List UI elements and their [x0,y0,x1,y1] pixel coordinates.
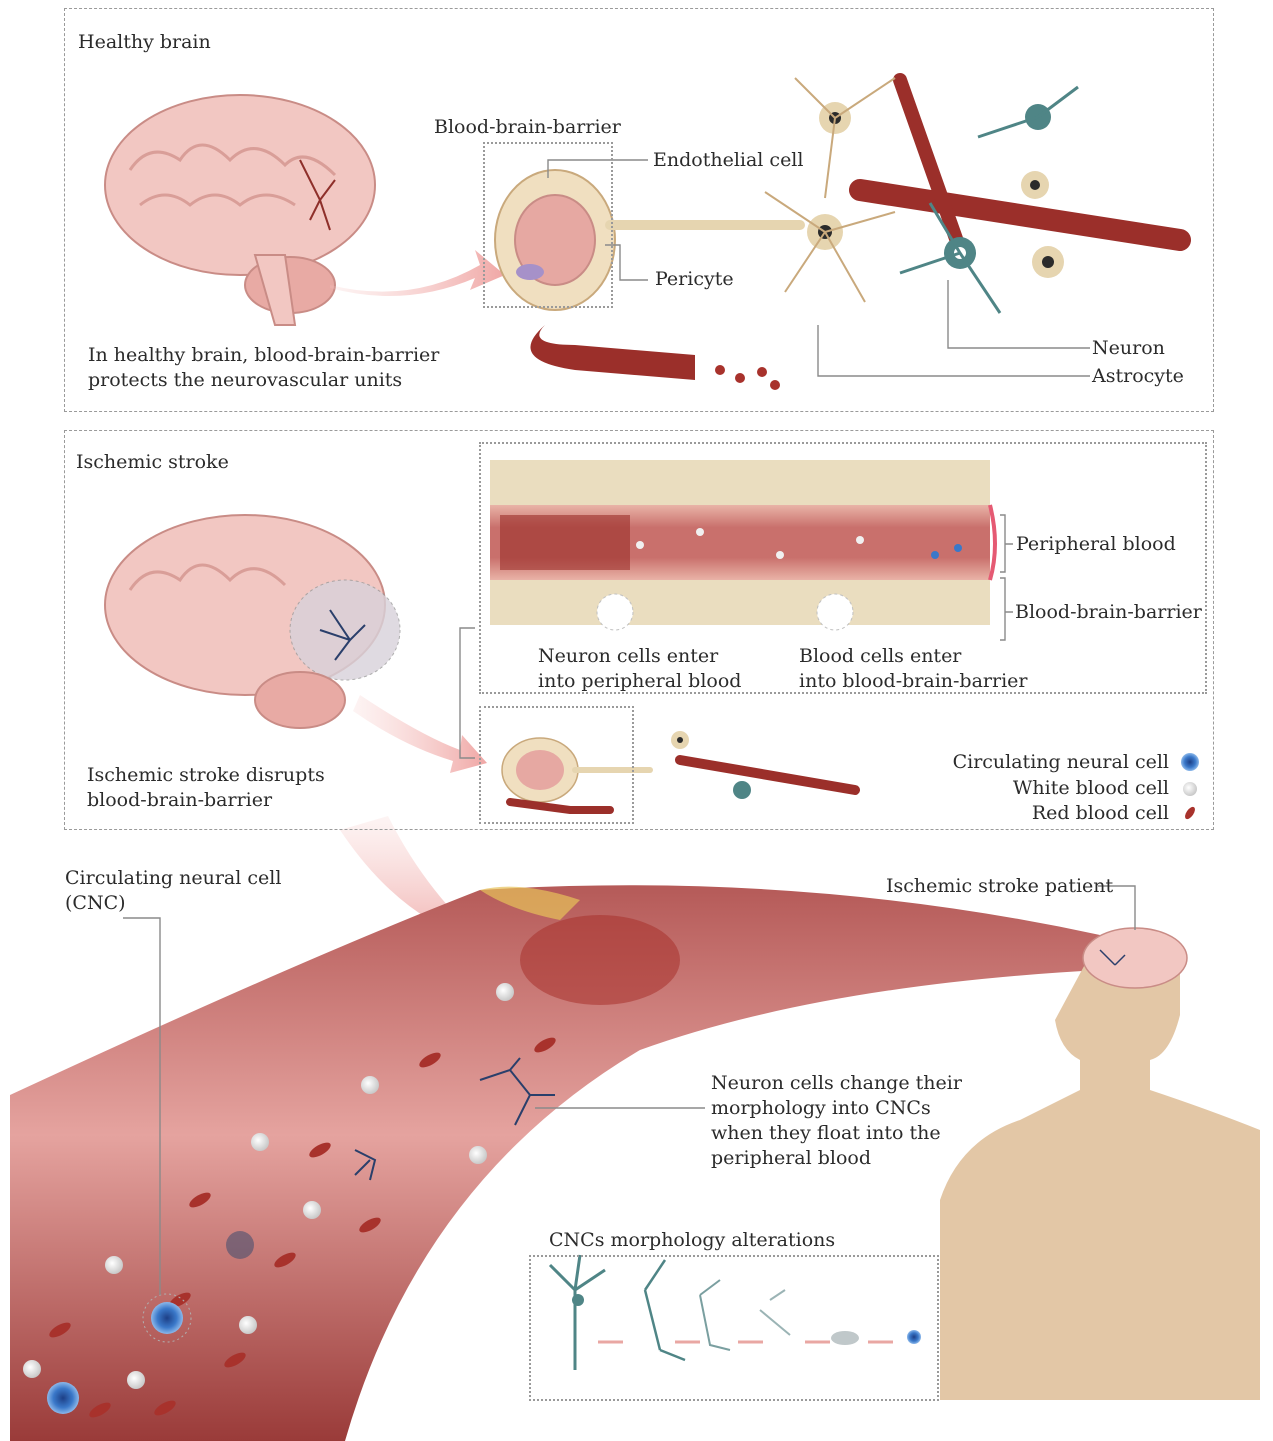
healthy-caption-line2: protects the neurovascular units [88,368,439,393]
neuron-enter-line1: Neuron cells enter [538,644,741,669]
stroke-bbb-label: Blood-brain-barrier [1015,600,1202,625]
stroke-panel-title: Ischemic stroke [76,450,229,475]
stroke-nvu-box [479,706,634,824]
blood-enter-line2: into blood-brain-barrier [799,669,1028,694]
morphology-line2: morphology into CNCs [711,1096,962,1121]
cnc-label-line1: Circulating neural cell [65,866,281,891]
neuron-enter-label: Neuron cells enter into peripheral blood [538,644,741,694]
stroke-caption: Ischemic stroke disrupts blood-brain-bar… [87,763,325,813]
cnc-callout-cell [151,1302,183,1334]
legend-red-blood-cell: Red blood cell [1032,801,1169,826]
healthy-caption: In healthy brain, blood-brain-barrier pr… [88,343,439,393]
bbb-label: Blood-brain-barrier [434,115,621,140]
astrocyte-label: Astrocyte [1092,364,1184,389]
patient-label: Ischemic stroke patient [886,874,1113,899]
cnc-label: Circulating neural cell (CNC) [65,866,281,916]
legend-circulating-neural-cell: Circulating neural cell [953,750,1169,775]
morphology-line1: Neuron cells change their [711,1071,962,1096]
neuron-label: Neuron [1092,336,1165,361]
blood-enter-line1: Blood cells enter [799,644,1028,669]
morphology-line3: when they float into the [711,1121,962,1146]
healthy-panel-title: Healthy brain [78,30,211,55]
pericyte-label: Pericyte [655,267,734,292]
stroke-caption-line2: blood-brain-barrier [87,788,325,813]
healthy-caption-line1: In healthy brain, blood-brain-barrier [88,343,439,368]
endothelial-cell-label: Endothelial cell [653,148,803,173]
legend-white-blood-cell: White blood cell [1013,776,1169,801]
cnc-morphology-box [529,1255,939,1401]
peripheral-blood-label: Peripheral blood [1016,532,1176,557]
morphology-line4: peripheral blood [711,1146,962,1171]
blood-enter-label: Blood cells enter into blood-brain-barri… [799,644,1028,694]
cnc-label-line2: (CNC) [65,891,281,916]
patient-silhouette-illustration [940,928,1260,1400]
morphology-change-label: Neuron cells change their morphology int… [711,1071,962,1171]
cnc-alterations-title: CNCs morphology alterations [549,1228,835,1253]
neuron-enter-line2: into peripheral blood [538,669,741,694]
stroke-caption-line1: Ischemic stroke disrupts [87,763,325,788]
bbb-highlight-box [483,142,613,308]
